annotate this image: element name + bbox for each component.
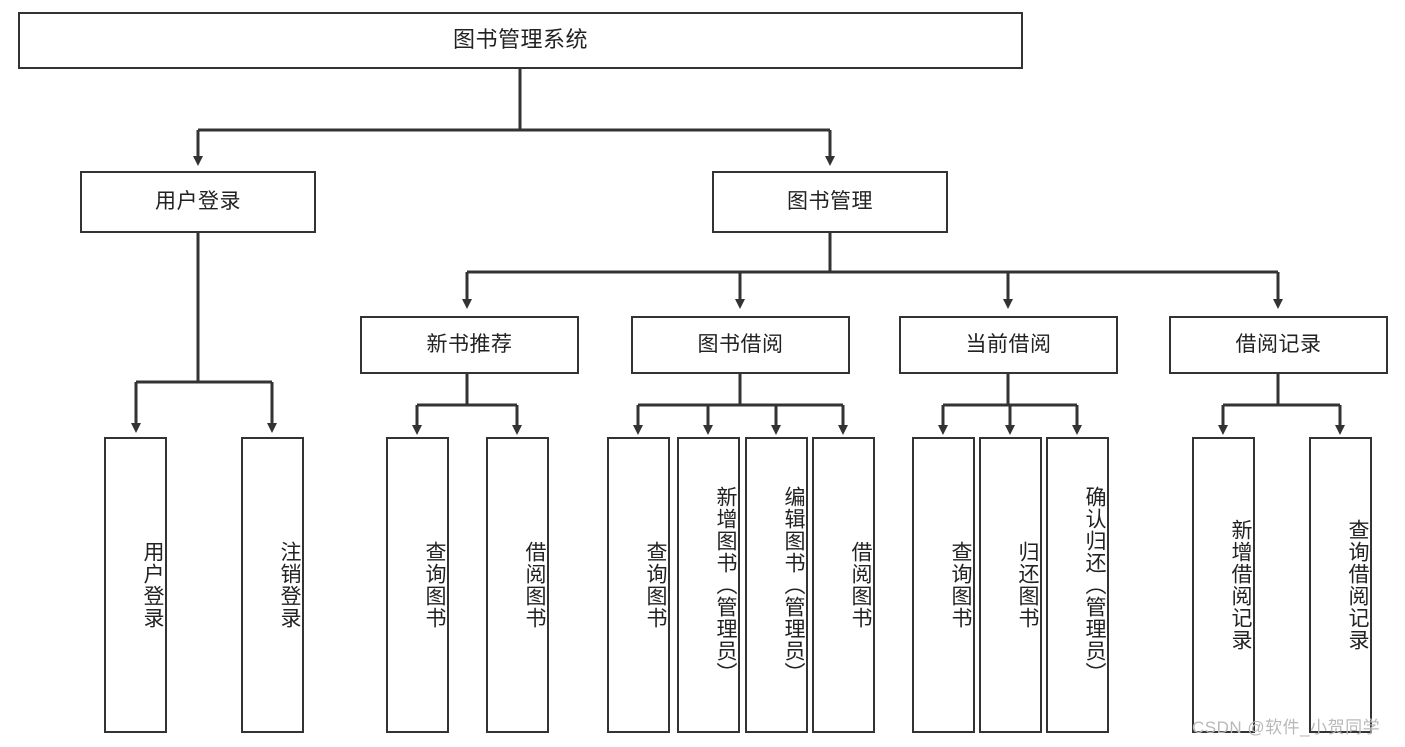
node-label: 图书借阅 — [697, 333, 784, 357]
node-borrow-record[interactable]: 借阅记录 — [1169, 316, 1388, 374]
node-label: 用户登录 — [141, 541, 164, 629]
node-book-management[interactable]: 图书管理 — [712, 171, 948, 233]
node-label: 新增借阅记录 — [1229, 519, 1252, 651]
node-label: 借阅图书 — [849, 541, 872, 629]
node-label: 查询图书 — [949, 541, 972, 629]
leaf-book-borrow-borrow-book[interactable]: 借阅图书 — [812, 437, 875, 733]
node-label: 图书管理 — [787, 190, 873, 214]
node-label: 归还图书 — [1016, 541, 1039, 629]
leaf-new-book-query-book[interactable]: 查询图书 — [386, 437, 449, 733]
node-label: 新增图书（管理员） — [714, 486, 737, 684]
leaf-borrow-record-query-record[interactable]: 查询借阅记录 — [1309, 437, 1372, 733]
node-root-book-management-system[interactable]: 图书管理系统 — [18, 12, 1023, 69]
csdn-watermark: CSDN @软件_小贺同学 — [1192, 718, 1381, 737]
node-label: 当前借阅 — [965, 333, 1052, 357]
node-label: 注销登录 — [278, 541, 301, 629]
node-label: 编辑图书（管理员） — [782, 486, 805, 684]
leaf-book-borrow-edit-book-admin[interactable]: 编辑图书（管理员） — [745, 437, 808, 733]
node-label: 查询图书 — [644, 541, 667, 629]
node-label: 查询借阅记录 — [1346, 519, 1369, 651]
leaf-book-borrow-query-book[interactable]: 查询图书 — [607, 437, 670, 733]
node-label: 图书管理系统 — [452, 27, 588, 53]
leaf-new-book-borrow-book[interactable]: 借阅图书 — [486, 437, 549, 733]
node-label: 确认归还（管理员） — [1083, 486, 1106, 684]
node-user-login[interactable]: 用户登录 — [80, 171, 316, 233]
node-label: 借阅记录 — [1235, 333, 1322, 357]
node-label: 查询图书 — [423, 541, 446, 629]
leaf-borrow-record-add-record[interactable]: 新增借阅记录 — [1192, 437, 1255, 733]
node-label: 新书推荐 — [426, 333, 513, 357]
node-current-borrow[interactable]: 当前借阅 — [899, 316, 1118, 374]
node-label: 用户登录 — [155, 190, 241, 214]
node-new-book-recommend[interactable]: 新书推荐 — [360, 316, 579, 374]
node-label: 借阅图书 — [523, 541, 546, 629]
leaf-current-borrow-return-book[interactable]: 归还图书 — [979, 437, 1042, 733]
leaf-current-borrow-query-book[interactable]: 查询图书 — [912, 437, 975, 733]
leaf-user-login-logout[interactable]: 注销登录 — [241, 437, 304, 733]
leaf-book-borrow-add-book-admin[interactable]: 新增图书（管理员） — [677, 437, 740, 733]
leaf-user-login-login[interactable]: 用户登录 — [104, 437, 167, 733]
leaf-current-borrow-confirm-return-admin[interactable]: 确认归还（管理员） — [1046, 437, 1109, 733]
node-book-borrow[interactable]: 图书借阅 — [631, 316, 850, 374]
